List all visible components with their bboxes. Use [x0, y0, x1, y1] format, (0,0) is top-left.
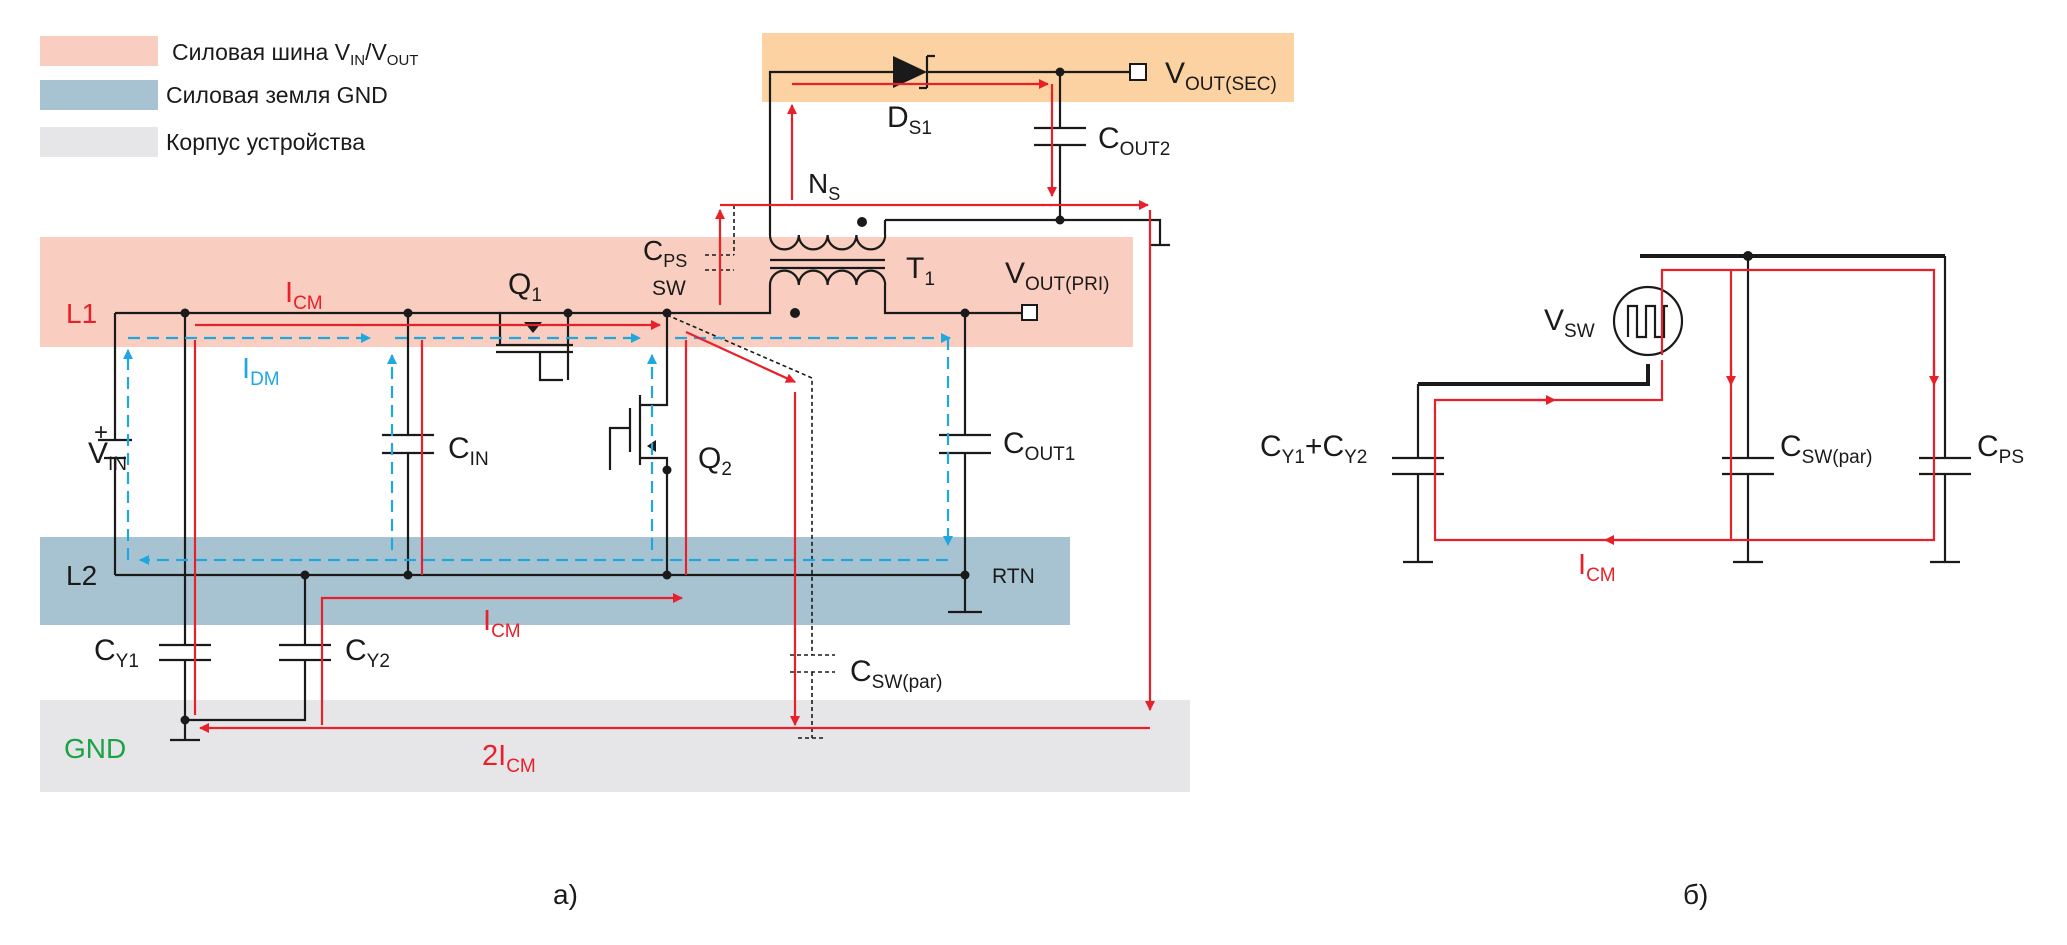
csw-label: CSW(par): [850, 655, 942, 693]
legend-chassis-label: Корпус устройства: [166, 129, 365, 155]
rail-l1-label: L1: [66, 298, 97, 329]
background-bands: [40, 33, 1294, 792]
diagram-a-wiring: [98, 70, 1170, 742]
t1-label: T1: [906, 252, 935, 290]
cps-label: CPS: [643, 235, 687, 271]
band-secondary-output: [762, 33, 1294, 102]
diode-ds1: [893, 54, 935, 90]
vout-sec-label: VOUT(SEC): [1165, 57, 1277, 95]
q1-label: Q1: [508, 268, 542, 306]
junction-dots: [180, 67, 1065, 725]
cy2-label: CY2: [345, 634, 390, 672]
cin-label: CIN: [448, 432, 489, 470]
legend-power-ground-label: Силовая земля GND: [166, 82, 388, 108]
ns-label: NS: [808, 168, 840, 204]
icm-b-label: ICM: [1578, 549, 1616, 586]
cout1-label: COUT1: [1003, 427, 1075, 465]
vsw-source: [1612, 285, 1684, 357]
icm-2x-label: 2ICM: [482, 740, 536, 777]
vin-plus-sign: +: [94, 419, 108, 446]
band-chassis: [40, 700, 1190, 792]
diagram-b: VSW CY1+CY2 CSW(par) CPS ICM б): [1260, 251, 2024, 910]
rtn-label: RTN: [992, 565, 1035, 588]
caption-b: б): [1683, 879, 1708, 910]
cy-sum-label: CY1+CY2: [1260, 430, 1367, 468]
legend-swatch-power-bus: [40, 36, 158, 66]
icm-bottom-label: ICM: [483, 605, 521, 642]
polarity-dot-secondary: [857, 217, 867, 227]
vout-pri-label: VOUT(PRI): [1005, 257, 1109, 295]
vsw-label: VSW: [1544, 304, 1595, 342]
polarity-dot-primary: [790, 308, 800, 318]
legend-swatch-chassis: [40, 127, 158, 157]
csw-par-label: CSW(par): [1780, 430, 1872, 468]
cout2-label: COUT2: [1098, 122, 1170, 160]
legend-swatch-power-ground: [40, 80, 158, 110]
legend: Силовая шина VIN/VOUT Силовая земля GND …: [40, 36, 418, 157]
band-power-ground-l2: [40, 537, 1070, 625]
common-mode-current-paths: [193, 79, 1155, 733]
vin-label: VIN: [88, 437, 127, 475]
terminal-vout-sec: [1129, 63, 1147, 81]
secondary-winding: [768, 234, 887, 251]
diagram-a-labels: L1 L2 GND RTN VIN + CIN COUT1 COUT2 CY1 …: [64, 57, 1277, 910]
sw-node-label: SW: [652, 277, 686, 300]
idm-label: IDM: [242, 353, 280, 390]
chassis-gnd-label: GND: [64, 733, 126, 764]
legend-power-bus-label: Силовая шина VIN/VOUT: [172, 39, 418, 69]
q2-label: Q2: [698, 442, 732, 480]
icm-top-label: ICM: [285, 277, 323, 314]
caption-a: а): [553, 879, 578, 910]
cps-b-label: CPS: [1977, 430, 2024, 468]
rail-l2-label: L2: [66, 560, 97, 591]
band-power-bus-l1: [40, 237, 1133, 347]
primary-winding: [768, 269, 887, 286]
terminal-vout-pri: [1021, 304, 1038, 321]
ds1-label: DS1: [887, 101, 932, 139]
transformer-t1: [768, 205, 887, 318]
differential-current-loop: [123, 333, 953, 565]
cy1-label: CY1: [94, 634, 139, 672]
